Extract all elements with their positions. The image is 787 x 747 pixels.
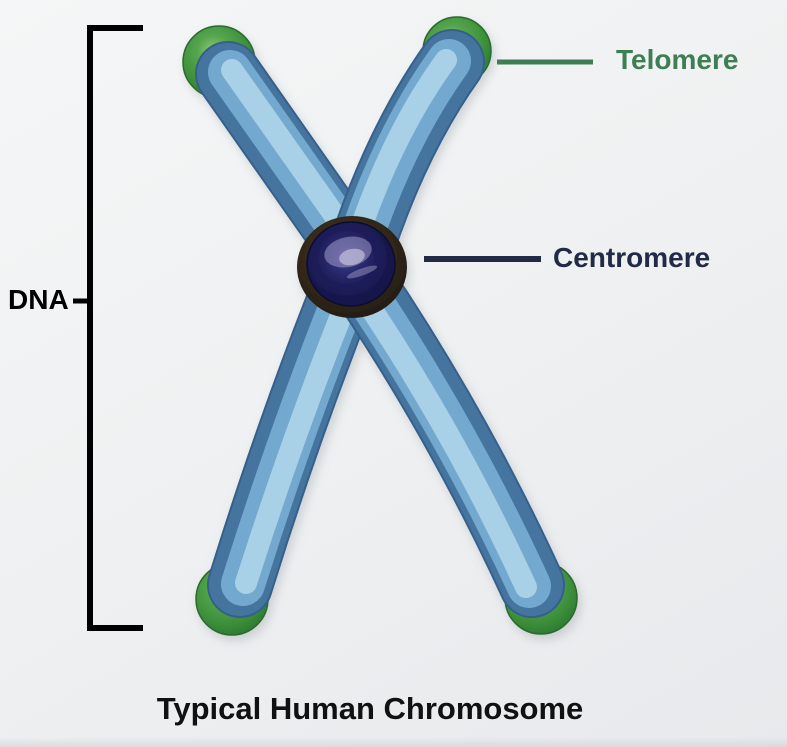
centromere-gloss-bright bbox=[339, 248, 365, 266]
arm-bottom-right bbox=[329, 249, 565, 618]
arm-bottom-left bbox=[207, 251, 379, 618]
arm-top-right bbox=[329, 29, 485, 279]
centromere-label: Centromere bbox=[553, 242, 711, 273]
centromere-gloss-streak bbox=[346, 265, 378, 279]
centromere-bead bbox=[297, 216, 407, 318]
arm-top-left bbox=[195, 41, 383, 281]
chromosome-model bbox=[182, 16, 578, 636]
dna-bracket bbox=[87, 25, 143, 631]
telomere-label: Telomere bbox=[616, 44, 739, 75]
chromatid-arms bbox=[195, 29, 565, 618]
dna-label: DNA bbox=[8, 284, 69, 315]
diagram-title: Typical Human Chromosome bbox=[156, 691, 584, 726]
